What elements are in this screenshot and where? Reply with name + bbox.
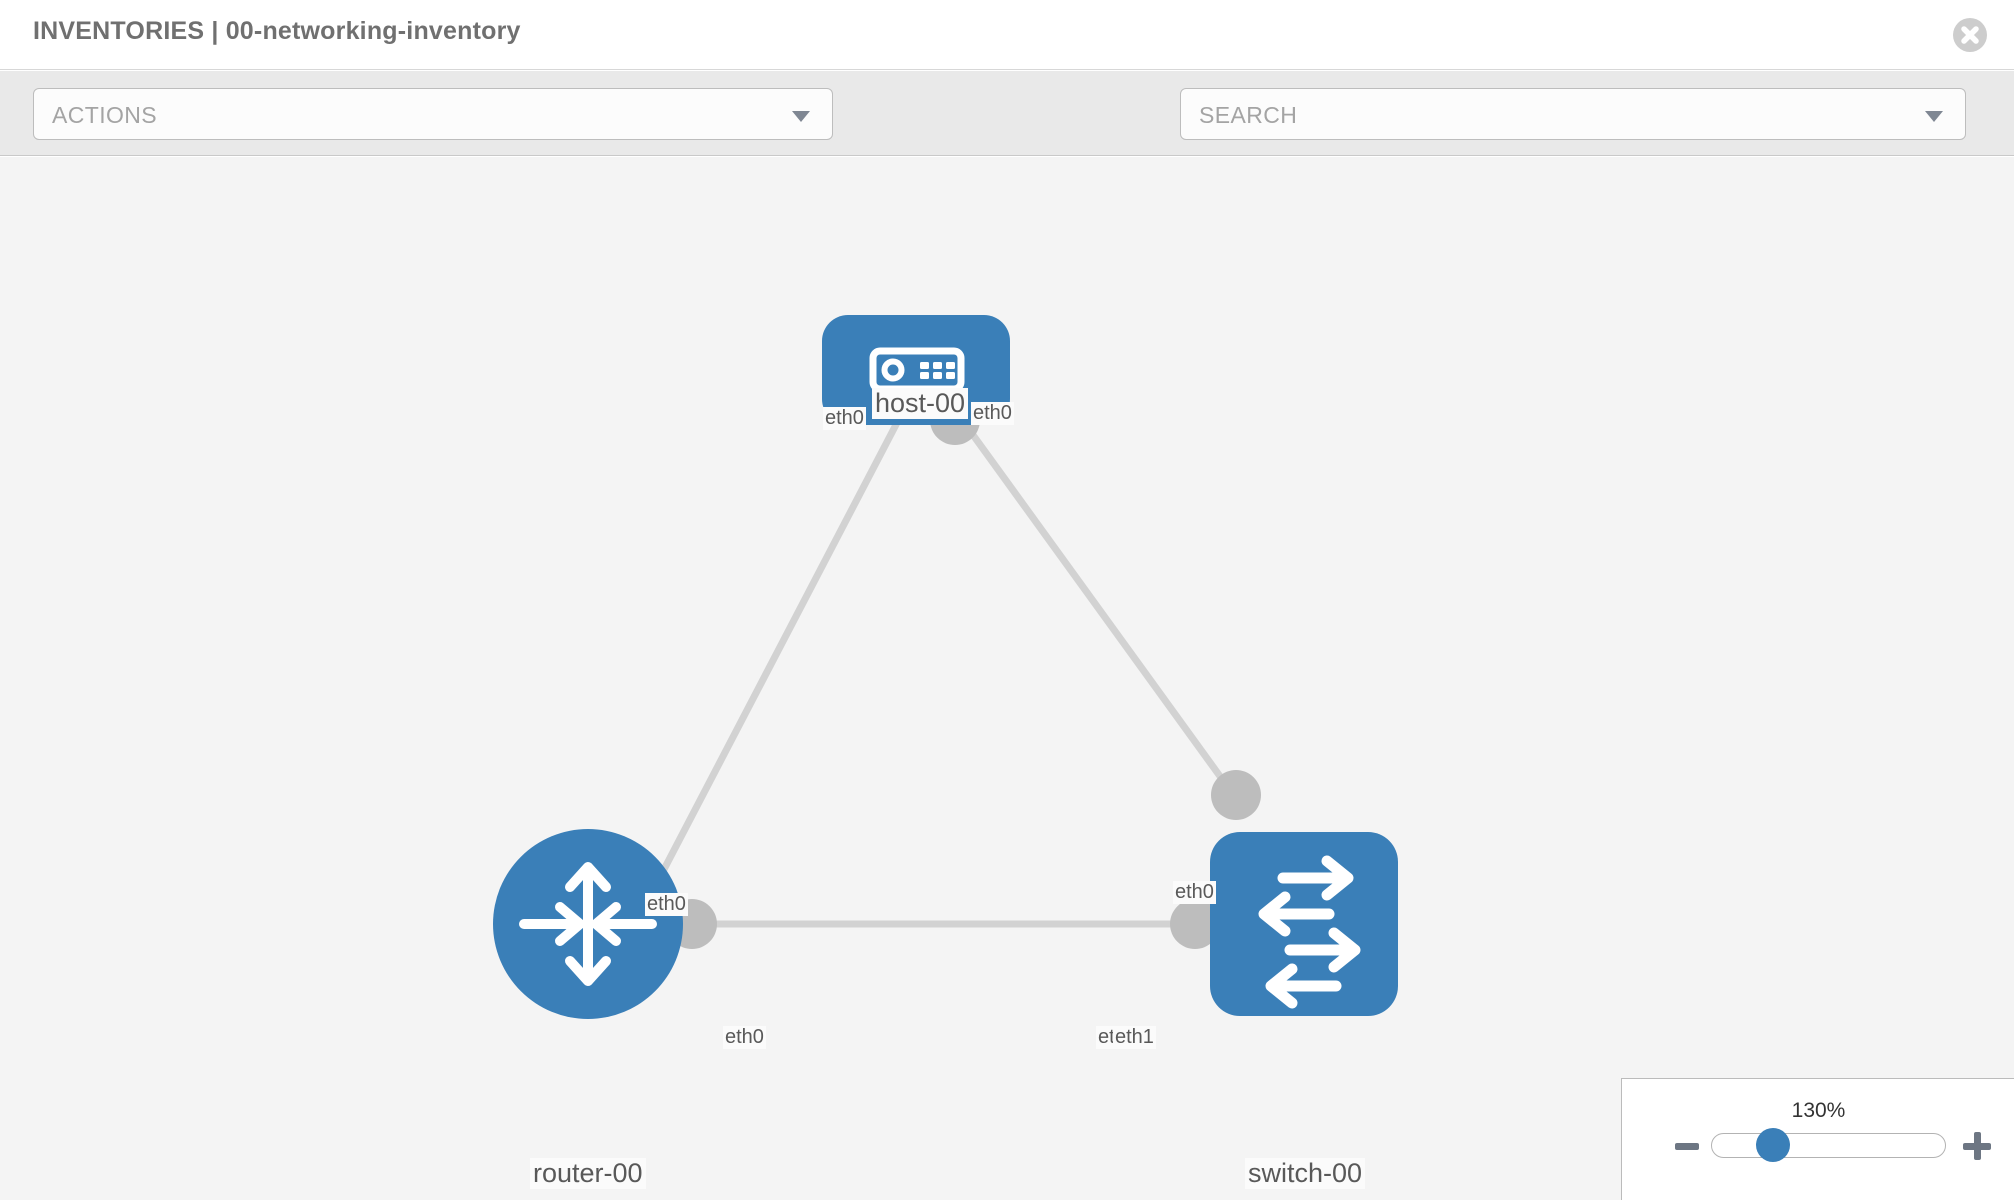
actions-dropdown-label: ACTIONS [52, 102, 158, 128]
edge-label-router-host-eth0: eth0 [645, 893, 688, 916]
page-title: INVENTORIES | 00-networking-inventory [33, 17, 521, 45]
edge-label-switch-router-eth1: eth1 [1113, 1026, 1156, 1049]
toolbar: ACTIONS SEARC [0, 71, 2014, 208]
router-arrows-icon [519, 862, 657, 986]
search-placeholder: SEARCH [1199, 102, 1298, 128]
zoom-in-button[interactable] [1963, 1132, 1991, 1160]
close-icon[interactable] [1953, 18, 1987, 52]
connector-knob-switch-left [1170, 899, 1220, 949]
node-label-router-00: router-00 [530, 1158, 646, 1189]
zoom-control-panel: 130% [1621, 1078, 2014, 1200]
zoom-out-button[interactable] [1675, 1143, 1699, 1150]
link-host-switch [957, 414, 1238, 800]
search-input[interactable]: SEARCH [1180, 88, 1966, 140]
zoom-slider-track[interactable] [1711, 1133, 1946, 1158]
search-chevron-down-icon[interactable] [1925, 111, 1943, 122]
node-label-switch-00: switch-00 [1245, 1158, 1366, 1189]
chevron-down-icon [792, 111, 810, 122]
zoom-slider-thumb[interactable] [1756, 1128, 1790, 1162]
node-router-00[interactable] [493, 829, 683, 1019]
link-host-router [656, 415, 904, 879]
edge-label-host-switch-eth0: eth0 [971, 402, 1014, 425]
node-switch-00[interactable] [1210, 832, 1398, 1016]
switch-arrows-icon [1258, 855, 1361, 1009]
edge-label-host-router-eth0: eth0 [823, 407, 866, 430]
edge-label-router-switch-eth0: eth0 [723, 1026, 766, 1049]
zoom-level-value: 130% [1791, 1099, 1846, 1122]
edge-label-switch-host-eth0: eth0 [1173, 881, 1216, 904]
topology-graph [493, 315, 1398, 1019]
topology-canvas[interactable]: host-00 router-00 switch-00 eth0 eth0 et… [0, 157, 2014, 1200]
connector-knob-switch-top [1211, 770, 1261, 820]
node-label-host-00: host-00 [872, 388, 969, 419]
page-header: INVENTORIES | 00-networking-inventory [0, 0, 2014, 70]
actions-dropdown[interactable]: ACTIONS [33, 88, 833, 140]
